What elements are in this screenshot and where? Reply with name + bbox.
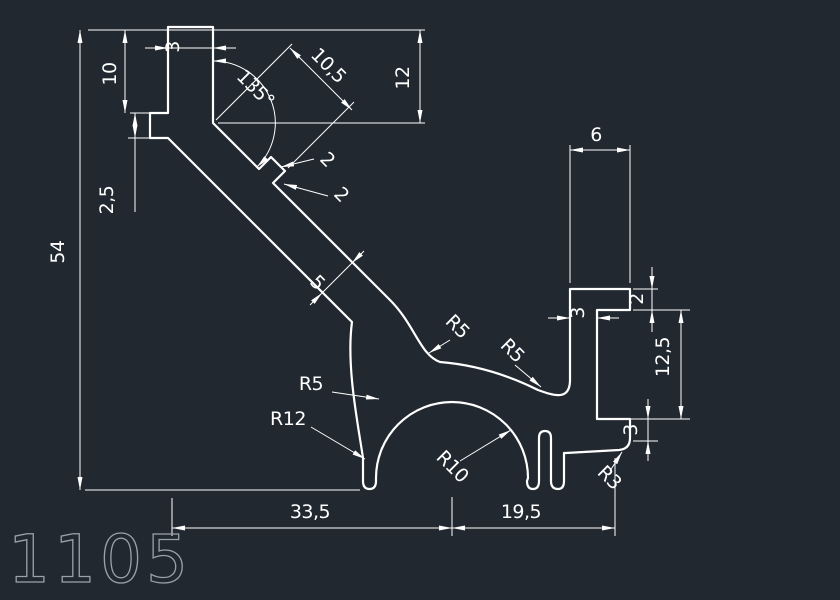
dim-arrow-5-upper — [351, 250, 365, 264]
dim-label-base-left: 33,5 — [290, 501, 330, 523]
leader-step-2 — [283, 183, 329, 197]
dim-arc-135 — [212, 58, 276, 168]
radius-label-fillet-upper: R5 — [441, 310, 474, 343]
dimension-lines — [77, 30, 684, 531]
ext-diag-b — [287, 101, 355, 169]
profile-outline — [148, 25, 632, 491]
radius-label-fillet-left: R5 — [299, 373, 323, 395]
dim-label-top-width: 3 — [162, 41, 184, 53]
drawing-number: 1105 — [8, 521, 192, 598]
leader-r12 — [310, 426, 366, 460]
dim-label-step-depth: 2 — [315, 148, 339, 172]
dim-line-10-5 — [289, 47, 353, 111]
dim-arrow-5-lower — [309, 292, 323, 306]
radius-label-fillet-right: R5 — [496, 334, 529, 367]
leader-r5-upper — [428, 339, 451, 354]
dim-label-channel-opening: 12,5 — [652, 337, 674, 377]
dim-label-flange-width: 6 — [590, 124, 602, 146]
dim-label-wall-thickness: 5 — [305, 271, 329, 295]
dim-label-top-height: 12 — [392, 66, 414, 89]
dim-label-left-notch: 2,5 — [96, 186, 118, 215]
dim-label-base-right: 19,5 — [501, 501, 541, 523]
dim-label-web: 3 — [567, 307, 589, 319]
radius-label-corner-right: R3 — [593, 461, 626, 494]
dim-label-flange-bottom: 3 — [620, 424, 642, 436]
dim-label-angle: 135° — [232, 66, 279, 113]
leader-r5-right — [514, 364, 542, 388]
dim-label-left-offset: 10 — [99, 62, 121, 85]
radius-label-outer-left: R12 — [270, 408, 306, 430]
leader-r5-left — [331, 391, 380, 400]
leader-r10 — [459, 429, 512, 462]
dim-label-flange-top: 2 — [626, 293, 648, 305]
radius-label-arch: R10 — [432, 446, 473, 487]
dim-label-diagonal-width: 10,5 — [306, 44, 350, 88]
dim-label-overall-height: 54 — [47, 240, 69, 264]
leader-r3 — [609, 451, 623, 472]
dim-conn-5 — [321, 262, 353, 294]
extension-lines — [85, 29, 690, 536]
leader-step-1 — [280, 158, 315, 168]
dim-label-step-width: 2 — [329, 183, 353, 207]
